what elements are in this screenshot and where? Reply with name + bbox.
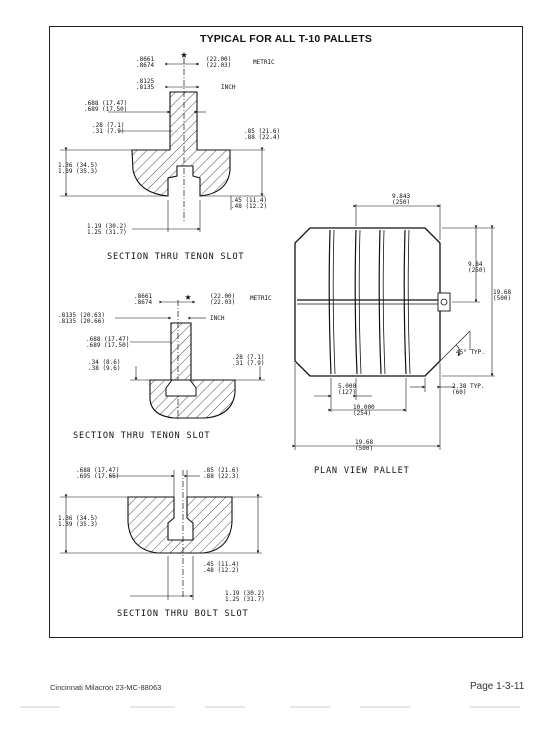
footer-document-id: Cincinnati Milacron 23-MC-88063 [50, 683, 162, 692]
s1-metric-label: METRIC [253, 59, 275, 66]
plan-center: 10.000 (254) [353, 404, 375, 417]
s2-left-width: .8135 (20.63) .8135 (20.66) [58, 312, 105, 325]
star-icon-2: ★ [185, 290, 192, 303]
s3-right-low: .45 (11.4) .48 (12.2) [203, 561, 240, 574]
s2-slot-top-metric: (22.00) (22.03) [210, 293, 236, 306]
s2-metric-label: METRIC [250, 295, 272, 302]
s2-slot-top-inch: .8661 .8674 [134, 293, 153, 306]
section-3-drawing [60, 470, 262, 600]
s3-left-height: 1.36 (34.5) 1.39 (35.3) [58, 515, 98, 528]
plan-view-drawing [292, 204, 495, 450]
s2-inch-label: INCH [210, 315, 225, 322]
s2-left-depth: .34 (8.6) .38 (9.6) [88, 359, 121, 372]
plan-top-pitch: 9.843 (250) [392, 193, 411, 206]
drawing-frame [49, 26, 523, 638]
s1-slot-neck: .8125 .8135 [136, 78, 155, 91]
s1-slot-top-metric: (22.00) (22.03) [206, 56, 232, 69]
s2-right-depth: .28 (7.1) .31 (7.9) [232, 354, 265, 367]
s1-left-height: 1.36 (34.5) 1.39 (35.3) [58, 162, 98, 175]
section-2-drawing [115, 300, 265, 420]
page-title: TYPICAL FOR ALL T-10 PALLETS [199, 33, 373, 45]
s1-neck-width: .688 (17.47) .689 (17.50) [84, 100, 128, 113]
s3-caption: SECTION THRU BOLT SLOT [117, 609, 249, 619]
s1-right-top: .85 (21.6) .88 (22.4) [244, 128, 281, 141]
s1-right-low: .45 (11.4) .48 (12.2) [231, 197, 268, 210]
plan-right-pitch: 9.84 (250) [468, 261, 487, 274]
s2-caption: SECTION THRU TENON SLOT [73, 431, 211, 441]
section-1-drawing [60, 58, 265, 232]
s2-neck-width: .688 (17.47) .689 (17.50) [86, 336, 130, 349]
plan-overall: 19.68 (500) [355, 439, 374, 452]
plan-right-overall: 19.68 (500) [493, 289, 512, 302]
plan-chamfer: 2.38 TYP. (60) [452, 383, 485, 396]
s1-caption: SECTION THRU TENON SLOT [107, 252, 245, 262]
s1-inch-label: INCH [221, 84, 236, 91]
s3-right-top: .85 (21.6) .88 (22.3) [203, 467, 240, 480]
s1-neck-depth: .28 (7.1) .31 (7.9) [92, 122, 125, 135]
plan-caption: PLAN VIEW PALLET [314, 466, 410, 476]
plan-angle: 45° TYP. [456, 349, 485, 356]
s1-bottom: 1.19 (30.2) 1.25 (31.7) [87, 223, 127, 236]
s3-bottom: 1.19 (30.2) 1.25 (31.7) [225, 590, 265, 603]
page-number: Page 1-3-11 [470, 681, 525, 692]
s3-neck-width: .688 (17.47) .695 (17.65) [76, 467, 120, 480]
s1-slot-top-inch: .8661 .8674 [136, 56, 155, 69]
plan-inner: 5.000 (127) [338, 383, 357, 396]
star-icon: ★ [180, 47, 187, 61]
